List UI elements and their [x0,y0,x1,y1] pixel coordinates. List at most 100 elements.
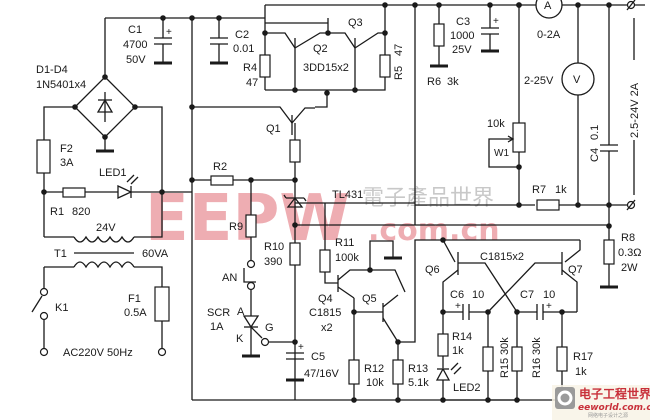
f2-ref: F2 [60,143,73,155]
r16-value: 30k [531,337,543,355]
r7-ref: R7 [532,184,546,196]
t1-rating: 60VA [142,248,169,260]
r10-value: 390 [264,256,282,268]
c7-value: 10 [543,289,555,301]
voltmeter-range: 2-25V [524,75,554,87]
eepw-watermark: EEPW .com.cn 電子產品世界 [145,182,500,256]
bridge-ref: D1-D4 [36,64,68,76]
c2-ref: C2 [235,29,249,41]
transistor-q1: Q1 [189,104,315,180]
c7-ref: C7 [520,289,534,301]
eeworld-chinese: 电子工程世界 [579,386,650,401]
q2q3-value: 3DD15x2 [303,62,349,74]
c6-ref: C6 [450,289,464,301]
t1-ref: T1 [54,248,67,260]
eepw-chinese-text: 電子產品世界 [362,186,494,211]
bridge-rectifier: D1-D4 1N5401x4 [36,64,163,192]
r8-value: 0.3Ω [618,247,642,259]
q4q5-value: C1815 [309,307,341,319]
mains-terminal-1 [39,347,49,357]
pass-transistors: Q3 Q2 3DD15x2 R4 47 R5 47 [243,2,405,108]
r6-value: 3k [447,76,459,88]
svg-text:+: + [166,27,172,38]
r4-value: 47 [246,77,258,89]
r10-ref: R10 [264,241,284,253]
r12-value: 10k [366,377,384,389]
svg-text:+: + [298,342,304,353]
r5-value: 47 [393,44,405,56]
c6-value: 10 [472,289,484,301]
c3-value: 1000 [450,30,474,42]
output-rating-label: 2.5-24V 2A [629,82,641,138]
q7-ref: Q7 [568,264,583,276]
control-section: R2 R9 TL431 R10 390 AN A SCR [189,110,609,400]
tl431-ref: TL431 [332,189,363,201]
r17-ref: R17 [573,351,593,363]
an-button-label: AN [222,272,237,284]
r8-rating: 2W [621,262,638,274]
w1-ref: W1 [494,148,509,159]
flasher-section: C1815x2 Q6 Q7 + + C6 10 C7 10 R14 1k LED… [425,237,593,403]
q1-ref: Q1 [266,123,281,135]
q4-ref: Q4 [318,293,333,305]
w1-value: 10k [487,118,505,130]
r12-ref: R12 [364,363,384,375]
c1-ref: C1 [128,24,142,36]
r11-ref: R11 [335,237,354,249]
r13-value: 5.1k [408,377,429,389]
c3-rating: 25V [452,44,472,56]
q4q5-count: x2 [321,322,333,334]
input-section: F2 3A LED1 R1 820 24V T1 60VA K1 F1 [31,139,192,359]
r13-ref: R13 [408,363,428,375]
r15-ref: R15 [499,358,511,378]
protection-section: R11 100k Q4 C1815 x2 Q5 R12 10k R13 5.1k [192,203,580,403]
c5-ref: C5 [311,351,325,363]
eeworld-slogan: 网络电子设计之源 [588,412,628,419]
scr-pin-k: K [236,333,244,345]
q5-ref: Q5 [362,293,377,305]
f2-value: 3A [60,157,74,169]
r17-value: 1k [575,366,587,378]
r11-value: 100k [335,252,359,264]
eeworld-watermark: 电子工程世界 eeworld.com.cn 网络电子设计之源 [552,385,650,420]
r2-ref: R2 [213,161,227,173]
c4-ref: C4 [589,148,601,162]
led2-ref: LED2 [453,382,481,394]
k1-ref: K1 [55,302,68,314]
c4-value: 0.1 [589,125,601,140]
r8-ref: R8 [621,232,635,244]
output-section: R6 3k + C3 1000 25V A 0-2A V 2-25V C4 0.… [412,0,642,289]
scr-pin-a: A [237,306,245,318]
r14-value: 1k [452,345,464,357]
t1-secondary: 24V [96,222,116,234]
c2-value: 0.01 [233,43,254,55]
r9-ref: R9 [229,221,243,233]
r14-ref: R14 [452,331,472,343]
f1-ref: F1 [128,293,141,305]
capacitor-c2: C2 0.01 [189,15,254,65]
bridge-value: 1N5401x4 [36,79,86,91]
mains-label: AC220V 50Hz [63,347,133,359]
f1-value: 0.5A [124,307,147,319]
q6q7-value: C1815x2 [480,251,524,263]
q2-ref: Q2 [313,43,328,55]
r1-ref: R1 [50,206,64,218]
ammeter-icon [535,0,563,19]
mains-terminal-2 [157,347,167,357]
top-rails [104,4,645,110]
r1-value: 820 [72,206,90,218]
led1-ref: LED1 [99,167,127,179]
eeworld-domain: eeworld.com.cn [578,403,650,413]
q3-ref: Q3 [348,17,363,29]
eepw-domain-text: .com.cn [368,213,500,248]
q6-ref: Q6 [425,264,440,276]
capacitor-c1: + C1 4700 50V [123,15,172,66]
voltmeter-symbol: V [573,74,581,86]
svg-text:+: + [493,16,499,27]
c1-value: 4700 [123,39,147,51]
svg-text:+: + [455,301,461,312]
r6-ref: R6 [427,76,441,88]
c1-rating: 50V [126,54,146,66]
